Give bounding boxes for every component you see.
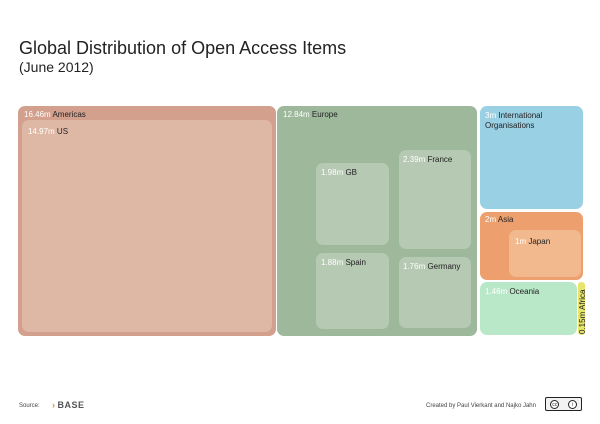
credit-text: Created by Paul Vierkant and Najko Jahn: [426, 403, 536, 409]
label-spain: 1.88m Spain: [321, 258, 366, 268]
label-japan: 1m Japan: [515, 237, 550, 247]
name-asia: Asia: [496, 215, 514, 224]
name-international-organisations: International Organisations: [485, 111, 543, 130]
tile-japan: [509, 230, 581, 277]
label-gb: 1.98m GB: [321, 168, 357, 178]
tile-africa: [578, 282, 585, 335]
tile-us: [22, 120, 272, 332]
base-logo-text: BASE: [57, 400, 85, 410]
name-americas: Americas: [50, 110, 86, 119]
name-us: US: [54, 127, 69, 136]
tile-france: [399, 150, 471, 249]
base-logo-icon: ›: [52, 400, 56, 410]
label-asia: 2m Asia: [485, 215, 513, 225]
tile-oceania: [480, 282, 577, 335]
label-international-organisations: 3m International Organisations: [485, 111, 555, 131]
base-logo: ›BASE: [52, 400, 85, 410]
label-france: 2.39m France: [403, 155, 452, 165]
source-label: Source:: [19, 403, 40, 409]
value-international-organisations: 3m: [485, 111, 497, 120]
name-europe: Europe: [309, 110, 338, 119]
value-europe: 12.84m: [283, 110, 310, 119]
value-japan: 1m: [515, 237, 527, 246]
label-us: 14.97m US: [28, 127, 68, 137]
tile-international-organisations: [480, 106, 583, 209]
value-americas: 16.46m: [24, 110, 51, 119]
label-europe: 12.84m Europe: [283, 110, 338, 120]
value-spain: 1.88m: [321, 258, 344, 267]
value-germany: 1.76m: [403, 262, 426, 271]
name-japan: Japan: [526, 237, 551, 246]
name-oceania: Oceania: [507, 287, 540, 296]
chart-title: Global Distribution of Open Access Items: [19, 38, 347, 58]
value-oceania: 1.46m: [485, 287, 508, 296]
name-germany: Germany: [425, 262, 461, 271]
name-france: France: [425, 155, 453, 164]
label-germany: 1.76m Germany: [403, 262, 460, 272]
name-gb: GB: [343, 168, 358, 177]
name-spain: Spain: [343, 258, 366, 267]
tile-gb: [316, 163, 389, 245]
value-us: 14.97m: [28, 127, 55, 136]
tile-germany: [399, 257, 471, 328]
value-france: 2.39m: [403, 155, 426, 164]
value-africa: 0.15m: [578, 311, 587, 334]
value-gb: 1.98m: [321, 168, 344, 177]
label-africa: 0.15m Africa: [578, 290, 588, 334]
name-africa: Africa: [578, 289, 587, 312]
chart-subtitle: (June 2012): [19, 59, 94, 75]
tile-spain: [316, 253, 389, 329]
label-americas: 16.46m Americas: [24, 110, 86, 120]
label-oceania: 1.46m Oceania: [485, 287, 539, 297]
value-asia: 2m: [485, 215, 497, 224]
